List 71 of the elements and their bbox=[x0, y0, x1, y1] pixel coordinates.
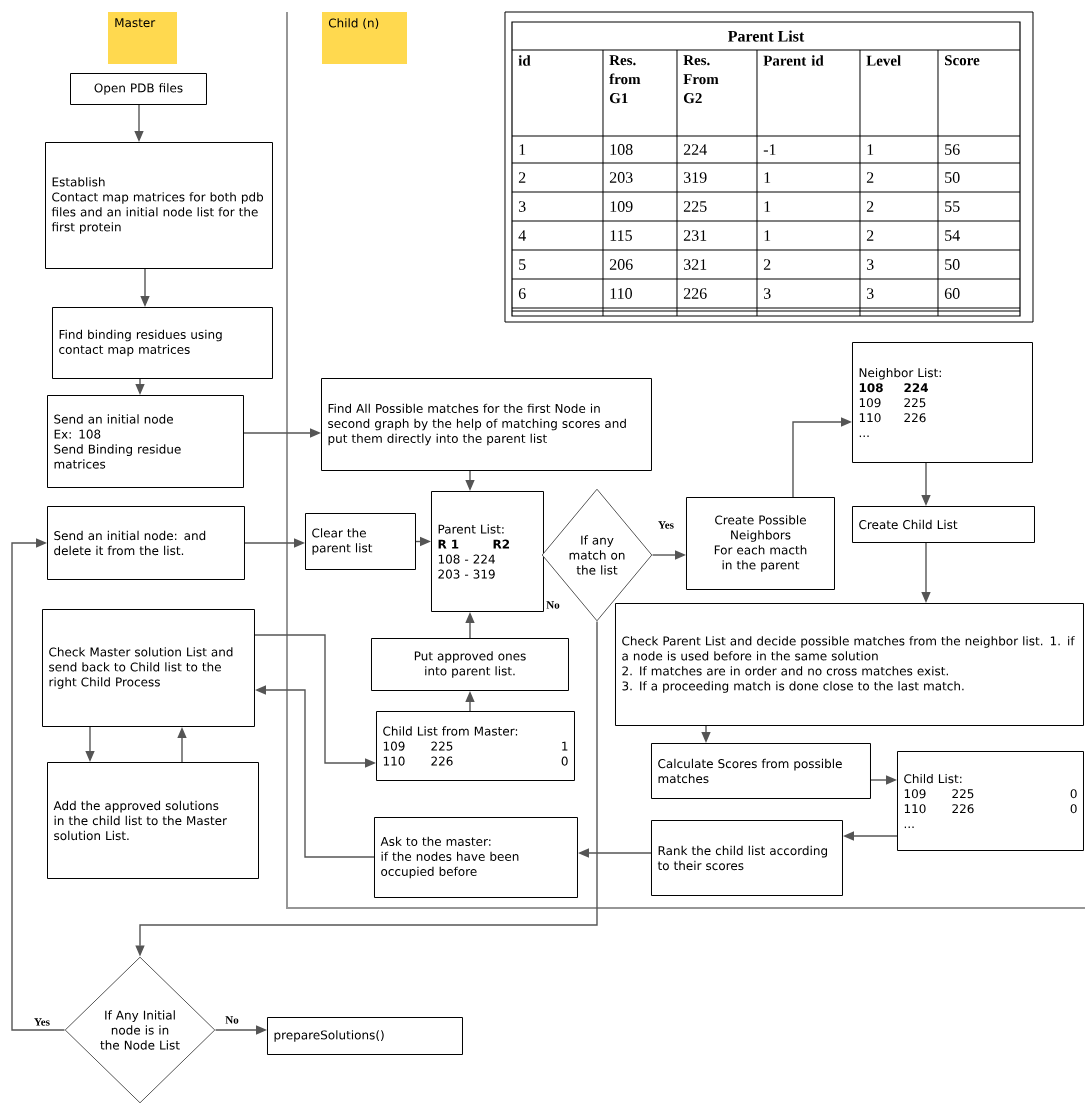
table-cell: 109 bbox=[610, 201, 633, 212]
table-cell: 108 bbox=[610, 144, 633, 155]
table-cell: 319 bbox=[683, 172, 707, 183]
table-cell: 203 bbox=[609, 172, 633, 183]
process-box: Create Child List bbox=[852, 506, 1035, 543]
edge-label: No bbox=[545, 600, 561, 610]
lane-header: Child (n) bbox=[322, 12, 407, 64]
table-cell: 60 bbox=[944, 288, 960, 299]
process-box: Ask to the master: if the nodes have been occupied before bbox=[374, 817, 578, 898]
table-cell: 231 bbox=[683, 230, 707, 241]
table-header: Res. From G2 bbox=[683, 55, 719, 104]
table-cell: 55 bbox=[945, 201, 960, 212]
list-box: Child List: 109 225 0 110 226 0 ... bbox=[897, 751, 1084, 851]
table-cell: 115 bbox=[610, 230, 632, 241]
table-cell: -1 bbox=[763, 144, 776, 155]
process-box: Check Parent List and decide possible matches from the neighbor list. 1. if a node is used before in the same solution 2. If matches are in order and no cross matches exist. 3. If a proceeding match is done close to the last match. bbox=[615, 603, 1084, 726]
process-box: Create Possible Neighbors For each macth in the parent bbox=[686, 497, 835, 590]
process-box: Calculate Scores from possible matches bbox=[651, 743, 871, 799]
table-cell: 1 bbox=[519, 144, 526, 155]
table-cell: 3 bbox=[866, 259, 874, 270]
table-cell: 1 bbox=[764, 172, 771, 183]
table-cell: 50 bbox=[945, 259, 960, 270]
list-box: Neighbor List: 108 224 109 225 110 226 ... bbox=[852, 342, 1033, 463]
table-cell: 3 bbox=[866, 288, 874, 299]
list-box: Parent List: R 1 R2 108 - 224 203 - 319 bbox=[431, 491, 544, 612]
table-cell: 1 bbox=[867, 144, 874, 155]
table-cell: 225 bbox=[683, 201, 707, 212]
process-box: prepareSolutions() bbox=[267, 1017, 463, 1055]
process-box: Send an initial node Ex: 108 Send Binding residue matrices bbox=[47, 395, 244, 488]
table-header: Res. from G1 bbox=[609, 55, 641, 104]
process-box: Open PDB files bbox=[70, 73, 207, 105]
table-cell: 3 bbox=[518, 201, 526, 212]
table-cell: 226 bbox=[683, 288, 707, 299]
table-cell: 2 bbox=[866, 201, 874, 212]
arrow bbox=[11, 538, 66, 1031]
list-box: Child List from Master: 109 225 1 110 226 0 bbox=[376, 711, 575, 781]
table-cell: 2 bbox=[518, 172, 526, 183]
table-cell: 110 bbox=[610, 288, 632, 299]
process-box: Find All Possible matches for the first Node in second graph by the help of matching scores and put them directly into the parent list bbox=[321, 378, 652, 471]
process-box: Put approved ones into parent list. bbox=[371, 638, 569, 691]
process-box: Send an initial node: and delete it from the list. bbox=[47, 506, 245, 580]
table-cell: 3 bbox=[763, 288, 771, 299]
table-cell: 2 bbox=[763, 259, 771, 270]
table-cell: 1 bbox=[764, 230, 771, 241]
table-header: Score bbox=[945, 55, 980, 66]
table-cell: 6 bbox=[518, 288, 526, 299]
table-header: id bbox=[518, 55, 531, 66]
process-box: Find binding residues using contact map matrices bbox=[52, 307, 273, 379]
process-box: Add the approved solutions in the child list to the Master solution List. bbox=[47, 762, 259, 879]
table-cell: 224 bbox=[683, 144, 707, 155]
process-box: Establish Contact map matrices for both pdb files and an initial node list for the first protein bbox=[45, 142, 273, 269]
lane-header: Master bbox=[108, 12, 177, 64]
table-cell: 56 bbox=[945, 144, 960, 155]
table-cell: 1 bbox=[764, 201, 771, 212]
process-box: Clear the parent list bbox=[305, 513, 416, 570]
process-box: Check Master solution List and send back to Child list to the right Child Process bbox=[42, 609, 255, 727]
table-cell: 2 bbox=[866, 172, 874, 183]
table-cell: 5 bbox=[519, 259, 526, 270]
table-header: Level bbox=[866, 55, 901, 66]
table-header: Parent id bbox=[763, 55, 824, 66]
edge-label: No bbox=[224, 1015, 240, 1025]
table-cell: 54 bbox=[945, 230, 960, 241]
table-cell: 321 bbox=[683, 259, 707, 270]
process-box: Rank the child list according to their scores bbox=[651, 820, 843, 896]
edge-label: Yes bbox=[657, 520, 675, 530]
table-title: Parent List bbox=[727, 30, 805, 42]
table-cell: 50 bbox=[945, 172, 960, 183]
table-cell: 206 bbox=[609, 259, 633, 270]
edge-label: Yes bbox=[33, 1017, 51, 1027]
table-cell: 4 bbox=[518, 230, 526, 241]
table-cell: 2 bbox=[866, 230, 874, 241]
